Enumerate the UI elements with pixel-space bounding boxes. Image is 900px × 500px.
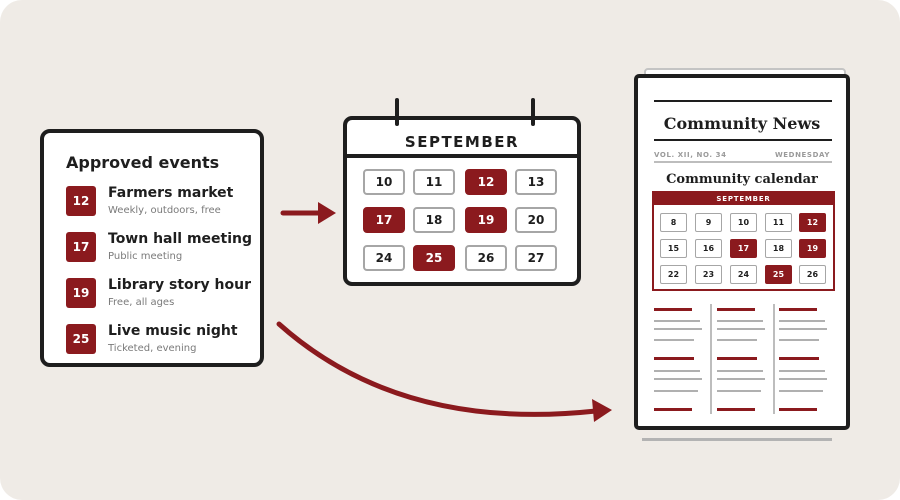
article-headline-line <box>654 357 694 360</box>
column-divider <box>710 304 712 414</box>
calendar-day: 25 <box>413 245 455 271</box>
event-detail: Free, all ages <box>108 297 175 308</box>
calendar-day: 17 <box>363 207 405 233</box>
approved-events-title: Approved events <box>66 153 220 172</box>
calendar-day: 26 <box>465 245 507 271</box>
article-text-line <box>654 370 700 372</box>
event-name: Town hall meeting <box>108 231 253 247</box>
newspaper-calendar-day: 10 <box>730 213 757 232</box>
article-text-line <box>779 370 825 372</box>
newspaper-calendar-day: 17 <box>730 239 757 258</box>
newspaper-volume: VOL. XII, NO. 34 <box>654 151 727 159</box>
event-name: Library story hour <box>108 277 252 293</box>
article-text-line <box>654 339 694 341</box>
article-text-line <box>654 328 702 330</box>
calendar-day: 19 <box>465 207 507 233</box>
event-date-badge: 19 <box>66 278 96 308</box>
article-text-line <box>717 328 765 330</box>
newspaper-calendar-day: 26 <box>799 265 826 284</box>
article-headline-line <box>717 308 755 311</box>
approved-events-card: Approved events 12 Farmers market Weekly… <box>40 129 264 367</box>
event-date-badge: 25 <box>66 324 96 354</box>
newspaper-title: Community News <box>663 114 821 133</box>
article-text-line <box>779 339 819 341</box>
newspaper-shadow <box>642 438 832 441</box>
newspaper-calendar-day: 12 <box>799 213 826 232</box>
newspaper-calendar-day: 8 <box>660 213 687 232</box>
event-detail: Ticketed, evening <box>108 343 197 354</box>
event-detail: Public meeting <box>108 251 183 262</box>
arrow-events-to-newspaper <box>276 321 599 417</box>
article-text-line <box>717 339 757 341</box>
masthead-rule <box>654 139 832 141</box>
article-text-line <box>717 320 763 322</box>
arrow-head <box>592 399 612 422</box>
calendar-day: 24 <box>363 245 405 271</box>
calendar-ring <box>531 98 535 126</box>
article-text-line <box>654 378 702 380</box>
newspaper-calendar-day: 24 <box>730 265 757 284</box>
masthead-rule <box>654 100 832 102</box>
calendar-day: 10 <box>363 169 405 195</box>
september-calendar: SEPTEMBER 10 11 12 13 17 18 19 20 24 25 26 27 <box>343 98 581 286</box>
article-text-line <box>717 370 763 372</box>
newspaper-weekday: WEDNESDAY <box>774 151 830 159</box>
article-text-line <box>779 390 823 392</box>
dateline-rule <box>654 161 832 163</box>
calendar-day: 18 <box>413 207 455 233</box>
arrow-head <box>318 202 336 224</box>
calendar-header-bar <box>347 154 577 158</box>
article-headline-line <box>717 357 757 360</box>
event-name: Farmers market <box>108 185 234 201</box>
newspaper: Community News VOL. XII, NO. 34 WEDNESDA… <box>634 74 850 430</box>
article-headline-line <box>717 408 755 411</box>
article-text-line <box>779 378 827 380</box>
calendar-ring <box>395 98 399 126</box>
column-divider <box>773 304 775 414</box>
event-name: Live music night <box>108 323 238 339</box>
newspaper-calendar-day: 19 <box>799 239 826 258</box>
newspaper-calendar-day: 9 <box>695 213 722 232</box>
newspaper-calendar-day: 25 <box>765 265 792 284</box>
calendar-day: 20 <box>515 207 557 233</box>
event-date-badge: 12 <box>66 186 96 216</box>
calendar-day: 13 <box>515 169 557 195</box>
article-text-line <box>654 320 700 322</box>
community-calendar-heading: Community calendar <box>666 172 818 187</box>
article-text-line <box>717 378 765 380</box>
article-text-line <box>654 390 698 392</box>
article-headline-line <box>779 308 817 311</box>
calendar-day: 27 <box>515 245 557 271</box>
newspaper-calendar-day: 16 <box>695 239 722 258</box>
calendar-day: 11 <box>413 169 455 195</box>
article-headline-line <box>779 408 817 411</box>
calendar-month: SEPTEMBER <box>404 133 520 151</box>
calendar-day: 12 <box>465 169 507 195</box>
article-text-line <box>779 328 827 330</box>
article-text-line <box>779 320 825 322</box>
article-headline-line <box>654 408 692 411</box>
article-headline-line <box>779 357 819 360</box>
newspaper-calendar-day: 23 <box>695 265 722 284</box>
newspaper-calendar-day: 22 <box>660 265 687 284</box>
article-text-line <box>717 390 761 392</box>
newspaper-calendar-day: 18 <box>765 239 792 258</box>
newspaper-calendar-day: 15 <box>660 239 687 258</box>
newspaper-calendar-day: 11 <box>765 213 792 232</box>
newspaper-calendar-month: SEPTEMBER <box>654 193 833 205</box>
event-date-badge: 17 <box>66 232 96 262</box>
article-headline-line <box>654 308 692 311</box>
event-detail: Weekly, outdoors, free <box>108 205 221 216</box>
